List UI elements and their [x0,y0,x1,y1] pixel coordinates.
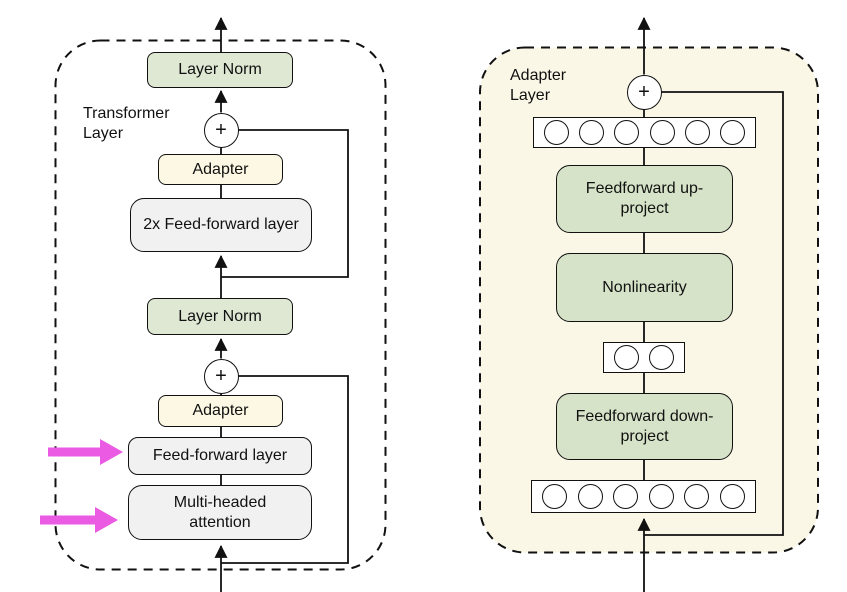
feature-dot [613,484,639,509]
layer-norm-top-label: Layer Norm [178,61,262,79]
feed-forward-2x-box: 2x Feed-forward layer [130,198,312,252]
adapter-bottom-box: Adapter [158,395,283,427]
skip-connection-upper-left [221,129,349,278]
adapter-top-box: Adapter [158,154,283,185]
adapter-layer-label-line2: Layer [510,87,551,104]
feed-forward-label: Feed-forward layer [152,447,288,465]
feature-dot [577,484,603,509]
add-node-bottom: + [203,358,239,394]
feedforward-down-project-label: Feedforward down-project [575,407,714,445]
feature-dot [614,345,639,370]
feature-dot [719,120,745,145]
multi-headed-attention-box: Multi-headed attention [128,485,312,540]
highlight-arrow-icon [95,507,118,533]
plus-icon: + [215,364,227,387]
feed-forward-box: Feed-forward layer [128,437,312,475]
layer-norm-top-box: Layer Norm [147,52,293,88]
layer-norm-mid-box: Layer Norm [147,298,293,335]
transformer-layer-label: Transformer Layer [83,104,170,144]
highlight-arrow-attention [40,507,118,533]
add-node-adapter: + [626,74,662,110]
nonlinearity-label: Nonlinearity [602,278,687,296]
feature-dot [544,120,570,145]
skip-connection-lower-left [221,375,349,564]
highlight-arrow-icon [100,439,123,465]
feature-dot [719,484,745,509]
skip-connection-adapter [644,91,784,536]
transformer-layer-label-line1: Transformer [83,105,170,122]
adapter-layer-label-line1: Adapter [510,67,567,84]
feed-forward-2x-label: 2x Feed-forward layer [143,216,299,234]
feature-dot [649,120,675,145]
feature-dot [579,120,605,145]
feature-dot [684,120,710,145]
add-node-top: + [203,112,239,148]
feature-row-top [533,117,756,148]
feedforward-up-project-label: Feedforward up-project [585,180,704,217]
adapter-top-label: Adapter [192,160,249,178]
feature-dot [684,484,710,509]
plus-icon: + [215,118,227,141]
feedforward-down-project-box: Feedforward down-project [556,393,733,460]
feature-dot [614,120,640,145]
highlight-arrow-feedforward [48,439,123,465]
adapter-bottom-label: Adapter [192,402,249,420]
feedforward-up-project-box: Feedforward up-project [556,165,733,233]
adapter-layer-label: Adapter Layer [510,66,566,106]
transformer-layer-label-line2: Layer [83,125,124,142]
feature-dot [648,484,674,509]
plus-icon: + [638,80,650,103]
feature-row-bottom [531,480,756,513]
feature-dot [649,345,674,370]
multi-headed-attention-label: Multi-headed attention [173,493,267,531]
bottleneck-row [603,342,685,373]
layer-norm-mid-label: Layer Norm [178,307,262,325]
feature-dot [542,484,568,509]
nonlinearity-box: Nonlinearity [556,253,733,322]
